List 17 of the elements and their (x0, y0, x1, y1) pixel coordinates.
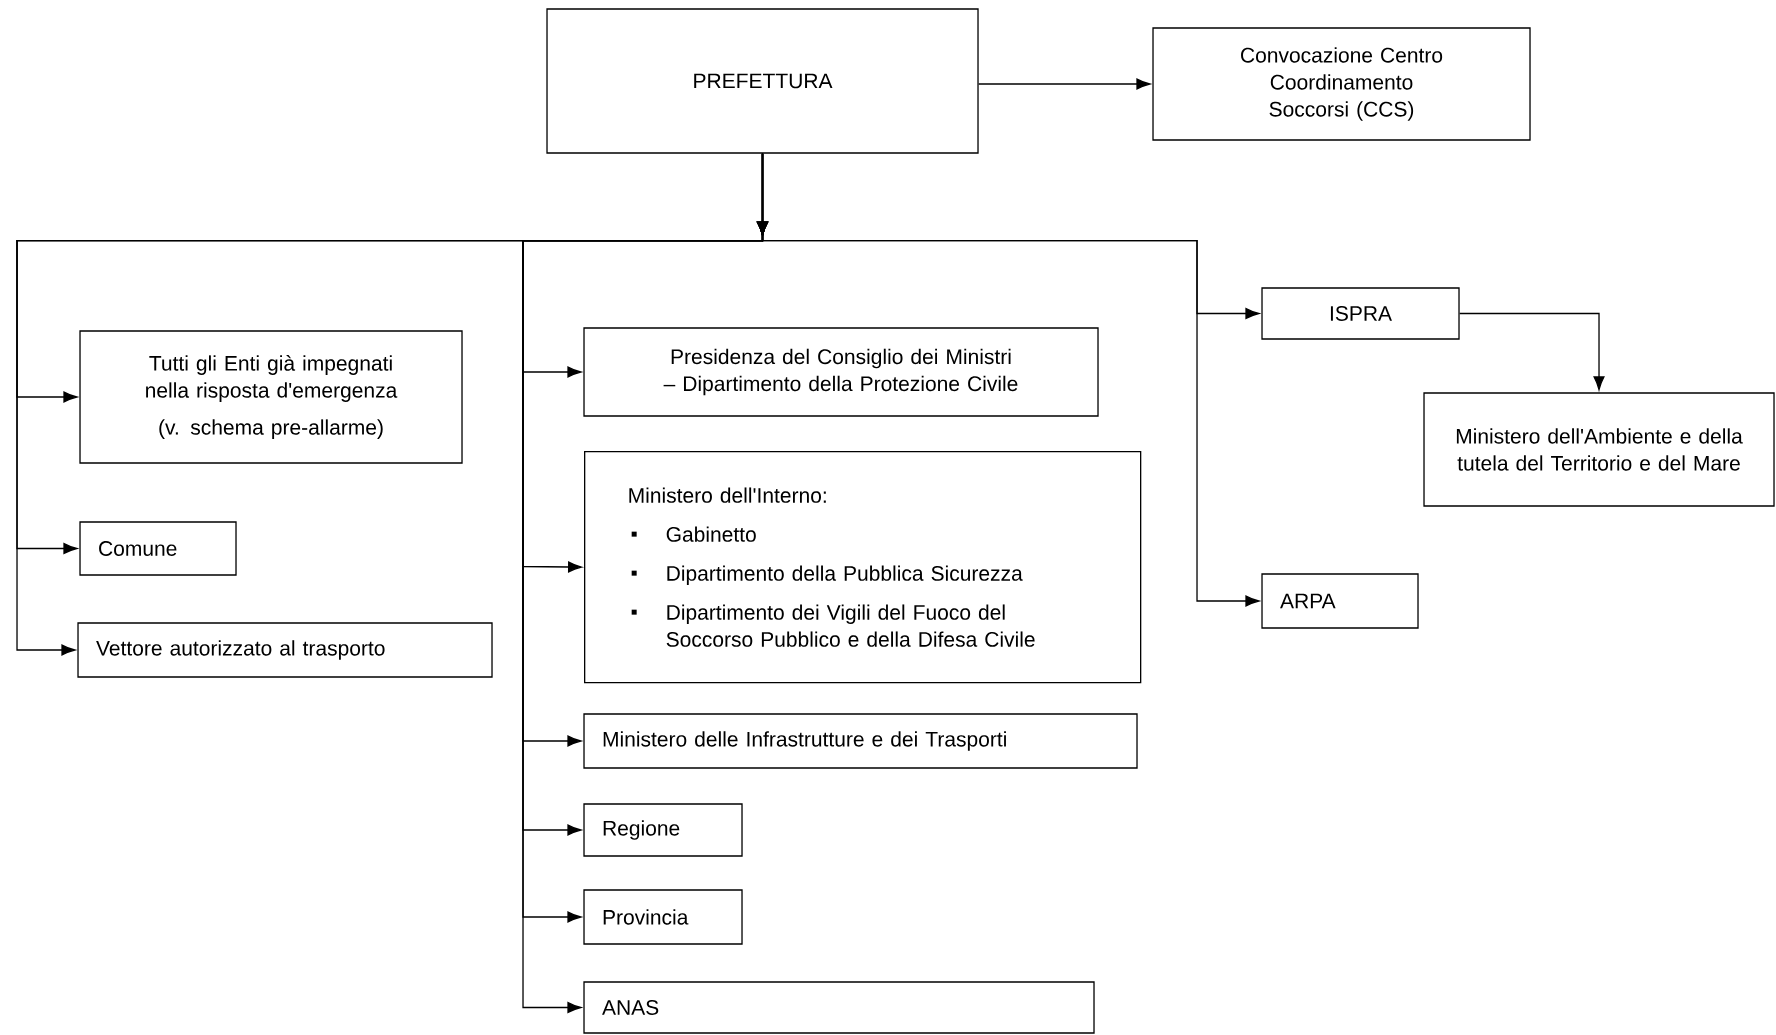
org-box: PREFETTURA (546, 8, 979, 154)
connector-arrow (1459, 312, 1605, 391)
org-box: Ministero delle Infrastrutture e dei Trasporti (583, 713, 1138, 769)
org-box: Tutti gli Enti già impegnati nella risposta d'emergenza (v. schema pre-allarme) (79, 330, 463, 464)
org-box: ANAS (583, 981, 1095, 1034)
org-box: Provincia (583, 889, 743, 945)
connector-arrow (757, 153, 1260, 607)
org-box: Comune (79, 521, 237, 576)
org-box: Ministero dell'Ambiente e della tutela del Territorio e del Mare (1423, 392, 1775, 507)
connector-arrow (978, 78, 1151, 90)
org-box: Vettore autorizzato al trasporto (77, 622, 493, 678)
org-box: Convocazione Centro Coordinamento Soccorsi (CCS) (1152, 27, 1531, 141)
org-box: Presidenza del Consiglio dei Ministri – Dipartimento della Protezione Civile (583, 327, 1099, 417)
org-box: ARPA (1261, 573, 1419, 629)
org-box: Regione (583, 803, 743, 857)
org-box: ISPRA (1261, 287, 1460, 340)
org-box: Ministero dell'Interno: Gabinetto Dipartimento della Pubblica Sicurezza Dipartimento dei Vigili del Fuoco del Soccorso Pubblico e della Difesa Civile (584, 451, 1142, 684)
